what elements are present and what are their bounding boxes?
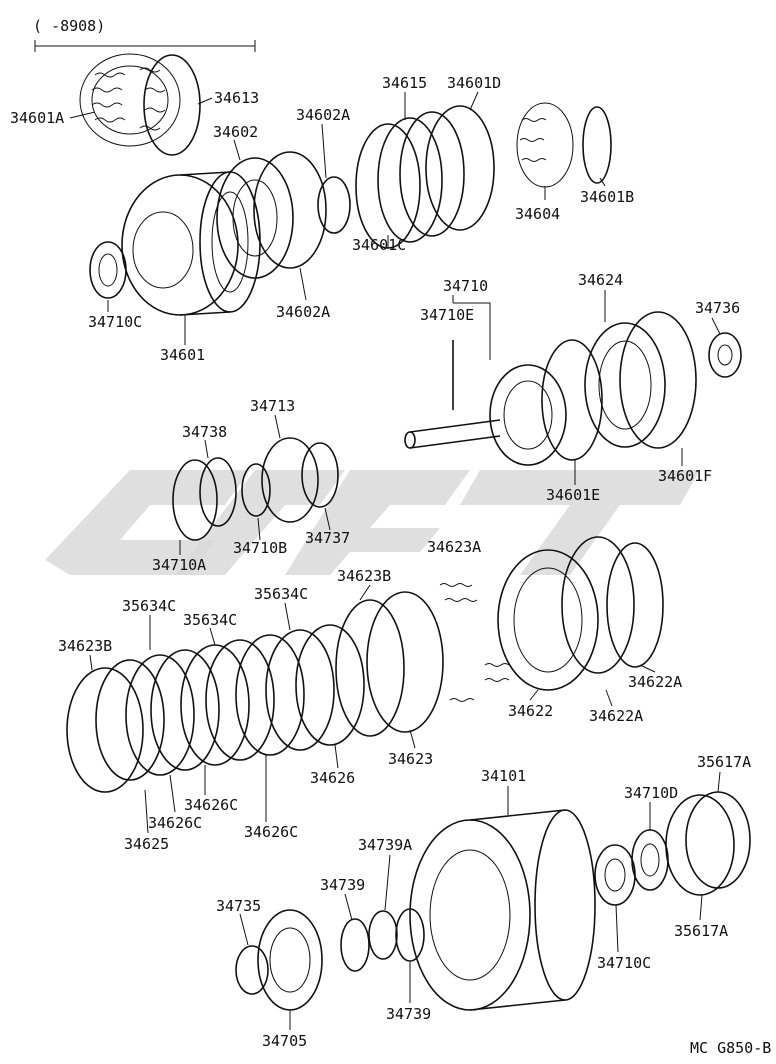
- label-34710C-left: 34710C: [88, 313, 142, 331]
- label-34739A: 34739A: [358, 836, 412, 854]
- seal-34602A-outer: [253, 151, 327, 269]
- drum-34601: [121, 171, 261, 316]
- clutch-plates-34601C: [355, 105, 495, 249]
- o-ring-34622A-b: [606, 542, 664, 668]
- label-34739-top: 34739: [320, 876, 365, 894]
- washer-34739-b: [395, 908, 425, 962]
- leader-lines: [69, 91, 721, 1030]
- shaft-assembly-34710: [404, 339, 603, 466]
- label-34602: 34602: [213, 123, 258, 141]
- label-34602A-bottom: 34602A: [276, 303, 330, 321]
- hub-34705: [235, 909, 323, 1011]
- label-34626: 34626: [310, 769, 355, 787]
- label-34737: 34737: [305, 529, 350, 547]
- washer-34739-a: [340, 918, 370, 972]
- label-34623B-top: 34623B: [337, 567, 391, 585]
- date-bracket: ( -8908): [33, 17, 256, 52]
- label-34710B: 34710B: [233, 539, 287, 557]
- label-34622A-b: 34622A: [589, 707, 643, 725]
- spring-pack-34604: [516, 102, 574, 188]
- hub-34624: [584, 322, 666, 448]
- label-34626C-c: 34626C: [244, 823, 298, 841]
- label-34713: 34713: [250, 397, 295, 415]
- label-34623A: 34623A: [427, 538, 481, 556]
- washer-34739A: [368, 910, 398, 960]
- bearing-group-34713: [172, 437, 339, 541]
- label-35634C-a: 35634C: [122, 597, 176, 615]
- label-34622A-a: 34622A: [628, 673, 682, 691]
- label-34601: 34601: [160, 346, 205, 364]
- label-34604: 34604: [515, 205, 560, 223]
- spring-pack-34601A: [79, 53, 181, 147]
- label-34622: 34622: [508, 702, 553, 720]
- seal-34602A-inner: [317, 176, 351, 234]
- bracket-note: ( -8908): [33, 17, 105, 35]
- label-34601E: 34601E: [546, 486, 600, 504]
- label-34710A: 34710A: [152, 556, 206, 574]
- label-34623: 34623: [388, 750, 433, 768]
- thrust-washer-34736: [708, 332, 742, 378]
- label-34601D: 34601D: [447, 74, 501, 92]
- label-34735: 34735: [216, 897, 261, 915]
- label-34710: 34710: [443, 277, 488, 295]
- label-34623B-left: 34623B: [58, 637, 112, 655]
- label-34601F: 34601F: [658, 467, 712, 485]
- label-34101: 34101: [481, 767, 526, 785]
- clutch-pack-34625: [66, 591, 444, 793]
- case-34101: [409, 809, 596, 1011]
- diagram-code: MC G850-B: [690, 1039, 771, 1057]
- bearing-34710D: [631, 829, 669, 891]
- piston-34622: [497, 549, 599, 691]
- ring-35617A-b: [685, 791, 751, 889]
- label-34602A-top: 34602A: [296, 106, 350, 124]
- part-labels: 34601A 34613 34602 34602A 34615 34601D 3…: [10, 74, 771, 1057]
- snap-ring-34613: [143, 54, 201, 156]
- label-35617A-bottom: 35617A: [674, 922, 728, 940]
- snap-ring-34601B: [582, 106, 612, 184]
- label-34601B: 34601B: [580, 188, 634, 206]
- label-34710C-right: 34710C: [597, 954, 651, 972]
- label-34624: 34624: [578, 271, 623, 289]
- label-34601C: 34601C: [352, 236, 406, 254]
- label-34613: 34613: [214, 89, 259, 107]
- washer-34710C-left: [89, 241, 127, 299]
- label-34615: 34615: [382, 74, 427, 92]
- label-34705: 34705: [262, 1032, 307, 1050]
- label-35617A-top: 35617A: [697, 753, 751, 771]
- piston-34602: [216, 157, 294, 279]
- springs-34623A: [439, 583, 510, 702]
- label-35634C-b: 35634C: [254, 585, 308, 603]
- washer-34710C-right: [594, 844, 636, 906]
- label-34625: 34625: [124, 835, 169, 853]
- label-34736: 34736: [695, 299, 740, 317]
- label-34738: 34738: [182, 423, 227, 441]
- label-34626C-b: 34626C: [148, 814, 202, 832]
- watermark: [45, 470, 700, 575]
- label-34626C-a: 34626C: [184, 796, 238, 814]
- snap-ring-34601F: [619, 311, 697, 449]
- ring-35617A-a: [665, 794, 735, 896]
- label-34739-bottom: 34739: [386, 1005, 431, 1023]
- label-35634C-c: 35634C: [183, 611, 237, 629]
- label-34710E: 34710E: [420, 306, 474, 324]
- label-34710D: 34710D: [624, 784, 678, 802]
- o-ring-34622A-a: [561, 536, 635, 674]
- label-34601A: 34601A: [10, 109, 64, 127]
